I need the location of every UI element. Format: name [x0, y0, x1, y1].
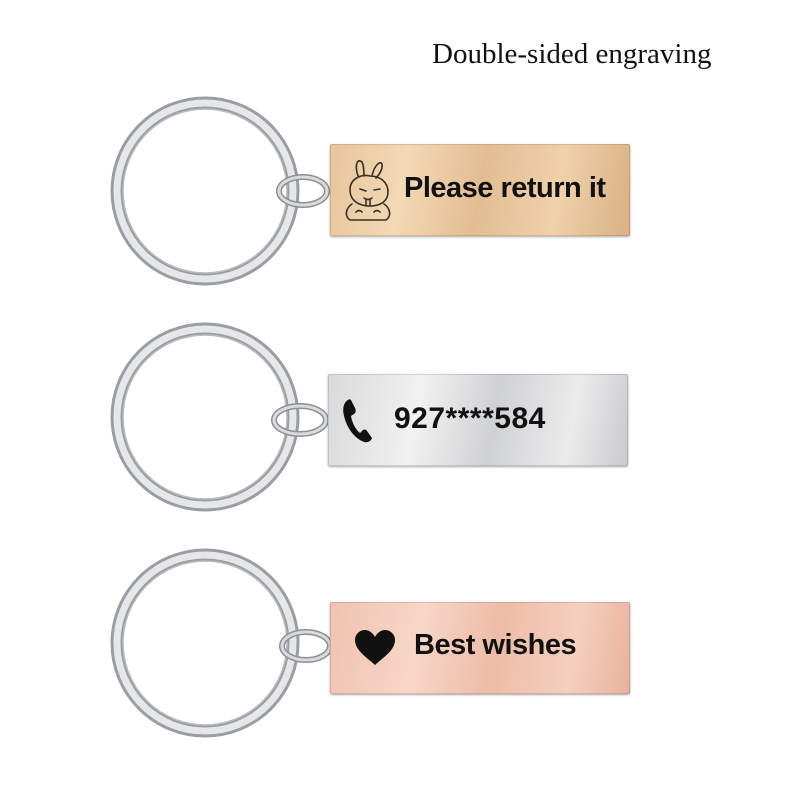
tag-rose-gold: Best wishes	[330, 602, 630, 694]
split-ring	[110, 322, 329, 512]
cartoon-bunny-icon	[345, 160, 391, 221]
keychain-rose-gold: Best wishes	[110, 548, 650, 738]
keychain-gold: Please return it	[110, 96, 650, 286]
phone-handset-icon	[343, 399, 372, 443]
headline: Double-sided engraving	[432, 38, 712, 70]
split-ring	[110, 548, 333, 738]
tag-silver: 927****584	[328, 374, 628, 466]
tag-gold: Please return it	[330, 144, 630, 236]
engraving-text: Please return it	[404, 172, 606, 204]
heart-icon	[355, 630, 395, 665]
split-ring	[110, 96, 330, 286]
engraving-text: Best wishes	[414, 629, 577, 661]
keychain-silver: 927****584	[110, 322, 650, 512]
phone-number: 927****584	[394, 402, 546, 435]
